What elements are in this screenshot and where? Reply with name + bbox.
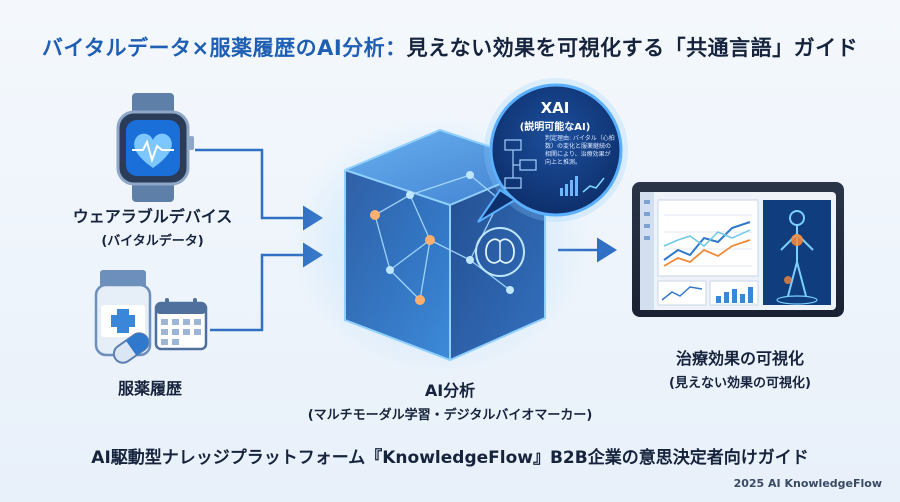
smartwatch-heart-icon	[116, 93, 194, 202]
arrow-wearable-to-ai	[195, 148, 323, 231]
page-title: バイタルデータ×服薬履歴のAI分析：見えない効果を可視化する「共通言語」ガイド	[0, 32, 900, 62]
calendar-icon	[154, 298, 208, 351]
wearable-label-main: ウェアラブルデバイス	[72, 207, 233, 226]
output-label-main: 治療効果の可視化	[675, 349, 804, 368]
xai-subtitle: (説明可能なAI)	[519, 122, 591, 133]
footer-caption: AI駆動型ナレッジプラットフォーム『KnowledgeFlow』B2B企業の意思…	[91, 448, 809, 468]
dashboard-monitor-icon	[632, 182, 844, 317]
ai-analysis-label: AI分析 (マルチモーダル学習・デジタルバイオマーカー)	[250, 377, 650, 423]
medication-label: 服薬履歴	[85, 375, 215, 399]
xai-note: 判定理由: バイタル（心拍数）の変化と服薬継続の相関により、治療効果が向上と推測…	[545, 135, 615, 166]
title-part2: 見えない効果を可視化する「共通言語」ガイド	[406, 36, 859, 60]
arrow-meds-to-ai	[210, 242, 323, 332]
medication-label-main: 服薬履歴	[117, 379, 182, 398]
wearable-label-sub: (バイタルデータ)	[101, 234, 204, 249]
brain-icon	[475, 227, 525, 277]
pill-bottle-icon	[94, 270, 152, 357]
xai-title: XAI	[540, 99, 570, 117]
copyright: 2025 AI KnowledgeFlow	[733, 477, 882, 490]
title-part1: バイタルデータ×服薬履歴のAI分析：	[41, 36, 407, 60]
wearable-label: ウェアラブルデバイス (バイタルデータ)	[50, 203, 255, 249]
output-label: 治療効果の可視化 (見えない効果の可視化)	[640, 345, 840, 391]
ai-label-sub: (マルチモーダル学習・デジタルバイオマーカー)	[307, 408, 593, 423]
output-label-sub: (見えない効果の可視化)	[669, 376, 811, 391]
ai-label-main: AI分析	[424, 381, 476, 400]
speech-bubble-icon	[477, 78, 628, 223]
capsule-icon	[112, 332, 150, 364]
